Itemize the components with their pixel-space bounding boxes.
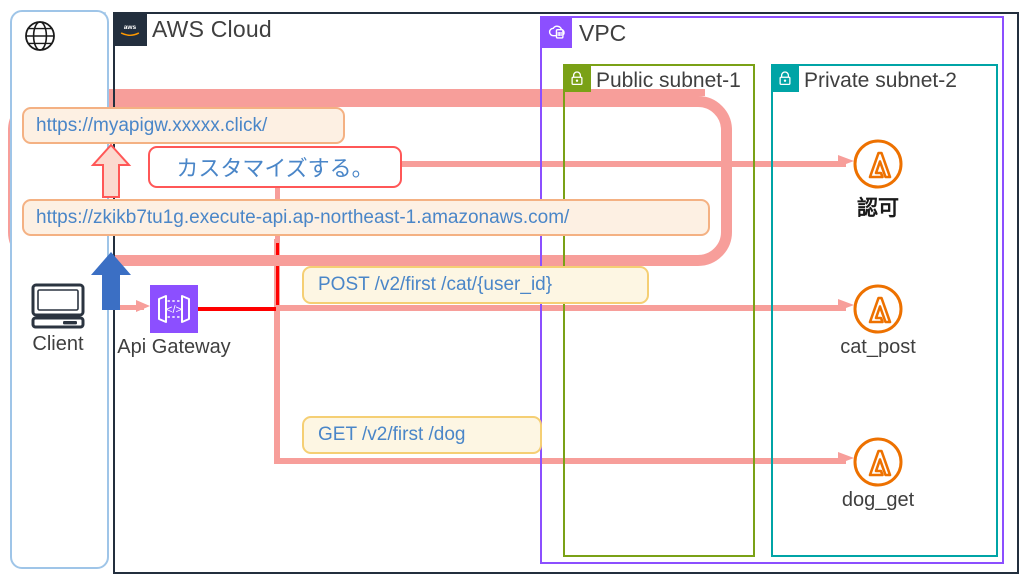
api-gateway-label: Api Gateway bbox=[117, 336, 231, 358]
custom-domain-url-chip[interactable]: https://myapigw.xxxxx.click/ bbox=[22, 107, 345, 144]
lambda-label-cat-post: cat_post bbox=[840, 336, 916, 358]
connector-trunk-vertical bbox=[274, 239, 280, 464]
arrowhead-cat-post bbox=[838, 299, 854, 311]
private-subnet-container bbox=[771, 64, 998, 557]
customize-note-box: カスタマイズする。 bbox=[148, 146, 402, 188]
default-endpoint-url-chip[interactable]: https://zkikb7tu1g.execute-api.ap-northe… bbox=[22, 199, 710, 236]
route-chip-get[interactable]: GET /v2/first /dog bbox=[302, 416, 542, 454]
lambda-icon-authorizer bbox=[853, 139, 903, 189]
api-gateway-icon: </> bbox=[150, 285, 198, 333]
custom-domain-url-text: https://myapigw.xxxxx.click/ bbox=[36, 114, 268, 136]
globe-icon bbox=[22, 18, 58, 54]
arrowhead-authorizer bbox=[838, 155, 854, 167]
public-subnet-label: Public subnet-1 bbox=[596, 69, 741, 92]
aws-logo-icon: aws bbox=[113, 12, 147, 46]
private-subnet-label: Private subnet-2 bbox=[804, 69, 957, 92]
arrowhead-dog-get bbox=[838, 452, 854, 464]
connector-post-route bbox=[276, 305, 846, 311]
route-chip-post[interactable]: POST /v2/first /cat/{user_id} bbox=[302, 266, 649, 304]
client-label: Client bbox=[32, 333, 84, 355]
vpc-icon bbox=[540, 16, 572, 48]
arrowhead-apigw bbox=[136, 300, 150, 312]
public-subnet-lock-icon bbox=[563, 64, 591, 92]
route-post-text: POST /v2/first /cat/{user_id} bbox=[318, 274, 553, 295]
connector-apigw-vertical bbox=[276, 243, 279, 309]
connector-get-route bbox=[276, 458, 846, 464]
default-endpoint-url-text: https://zkikb7tu1g.execute-api.ap-northe… bbox=[36, 206, 570, 228]
private-subnet-lock-icon bbox=[771, 64, 799, 92]
lambda-icon-cat-post bbox=[853, 284, 903, 334]
lambda-label-authorizer: 認可 bbox=[857, 197, 899, 220]
desktop-computer-icon bbox=[31, 283, 85, 329]
svg-text:aws: aws bbox=[124, 24, 137, 31]
customize-up-arrow-icon bbox=[90, 143, 132, 198]
public-subnet-container bbox=[563, 64, 755, 557]
connector-apigw-out bbox=[198, 307, 278, 311]
lambda-label-dog-get: dog_get bbox=[841, 489, 915, 511]
connector-custom-domain-horizontal bbox=[105, 89, 705, 96]
client-request-up-arrow-icon bbox=[91, 252, 131, 310]
aws-cloud-label: AWS Cloud bbox=[152, 16, 272, 42]
vpc-label: VPC bbox=[579, 20, 627, 46]
customize-note-text: カスタマイズする。 bbox=[176, 156, 374, 181]
lambda-icon-dog-get bbox=[853, 437, 903, 487]
connector-customize-to-authorizer bbox=[396, 161, 846, 167]
svg-text:</>: </> bbox=[166, 304, 182, 316]
route-get-text: GET /v2/first /dog bbox=[318, 424, 466, 445]
